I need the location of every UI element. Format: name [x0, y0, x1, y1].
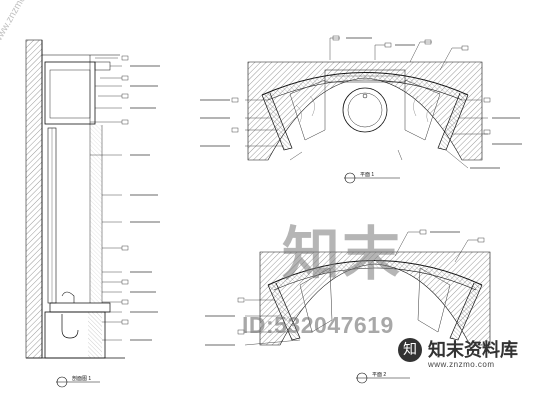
plan1-title: 平面 1: [360, 172, 374, 178]
site-logo: 知 知末资料库 www.znzmo.com: [398, 336, 548, 370]
brand-watermark: 知末: [282, 220, 403, 288]
plan-basin: [342, 87, 388, 133]
marble-panel-left: [289, 79, 326, 141]
plan2-arc-inner: [273, 267, 477, 291]
plan2-right-leg: [449, 282, 483, 341]
top-fitting: [94, 61, 111, 71]
left-tiny-notes: [130, 65, 160, 341]
wall-hatch: [25, 39, 43, 359]
plan2-title: 平面 2: [372, 372, 386, 378]
faucet: [61, 291, 75, 303]
plan-counter: [324, 69, 406, 83]
site-logo-icon: 知: [398, 338, 422, 362]
marble-panel-right: [404, 79, 441, 141]
panel-hatch: [90, 125, 102, 303]
upper-cabinet-inner: [49, 69, 91, 119]
top-plan-notes: [200, 37, 522, 169]
left-label-boxes: [121, 55, 129, 325]
top-plan-drawing: 平面 1: [200, 35, 522, 184]
upper-cabinet: [44, 61, 96, 125]
plan-left-leg: [261, 92, 293, 151]
plan-right-leg: [437, 92, 469, 151]
left-leaders: [90, 57, 122, 341]
plan-arc-inner: [267, 79, 463, 101]
site-url: www.znzmo.com: [428, 360, 495, 369]
section-title: 剖面图 1: [72, 375, 91, 382]
cabinet-hatch: [88, 312, 102, 358]
left-section-drawing: 剖面图 1: [25, 39, 160, 388]
trap-pipe: [61, 314, 79, 339]
basin: [49, 302, 111, 313]
plan-arc-band: [262, 72, 468, 100]
plan2-left-leg: [267, 282, 301, 341]
bottom-plan-notes: [205, 231, 460, 346]
bottom-plan-drawing: 平面 2: [205, 229, 491, 384]
top-plan-leaders: [245, 37, 488, 169]
top-plan-boxes: [231, 35, 491, 135]
bottom-plan-leaders: [244, 231, 478, 346]
id-watermark: ID:532047619: [242, 312, 394, 338]
bottom-plan-boxes: [237, 229, 485, 335]
site-name: 知末资料库: [428, 340, 518, 361]
